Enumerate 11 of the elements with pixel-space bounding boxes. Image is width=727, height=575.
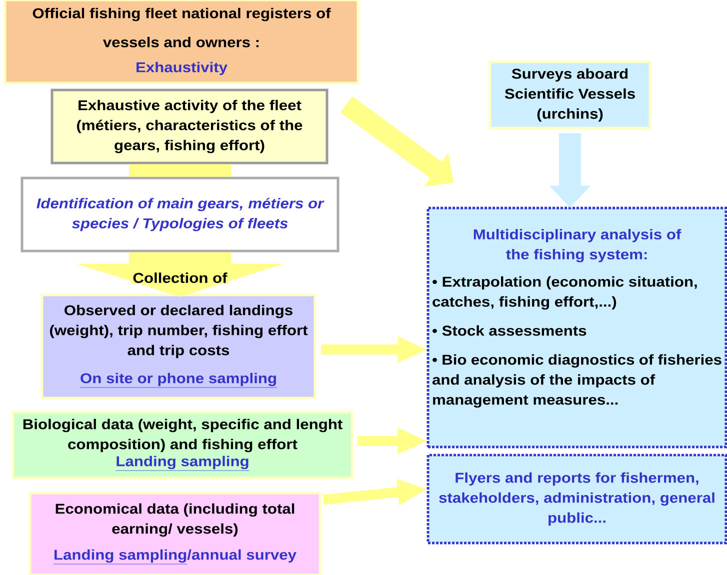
- landings-box: Observed or declared landings (weight), trip number, fishing effort and trip costs On site or phone sampling: [40, 294, 316, 400]
- analysis-box: Multidisciplinary analysis of the fishing system: • Extrapolation (economic situation, catches, fishing effort,...) • Stock assessments • Bio economic diagnostics of fisheries and analysis of the impacts of management measures...: [426, 206, 727, 448]
- economical-box: Economical data (including total earning/ vessels) Landing sampling/annual survey: [28, 492, 322, 575]
- output-box: Flyers and reports for fishermen, stakeholders, administration, general public...: [426, 454, 727, 544]
- survey-box: Surveys aboard Scientific Vessels (urchins): [488, 60, 652, 130]
- register-box: Official fishing fleet national registers of vessels and owners : Exhaustivity: [4, 0, 360, 84]
- biological-box: Biological data (weight, specific and lenght composition) and fishing effort Landing sampling: [12, 410, 354, 480]
- edge-label: Collection of: [132, 272, 228, 284]
- activity-box: Exhaustive activity of the fleet (métiers, characteristics of the gears, fishing effort): [50, 88, 328, 164]
- block-arrow: [129, 164, 231, 177]
- identification-box: Identification of main gears, métiers or species / Typologies of fleets: [20, 176, 340, 252]
